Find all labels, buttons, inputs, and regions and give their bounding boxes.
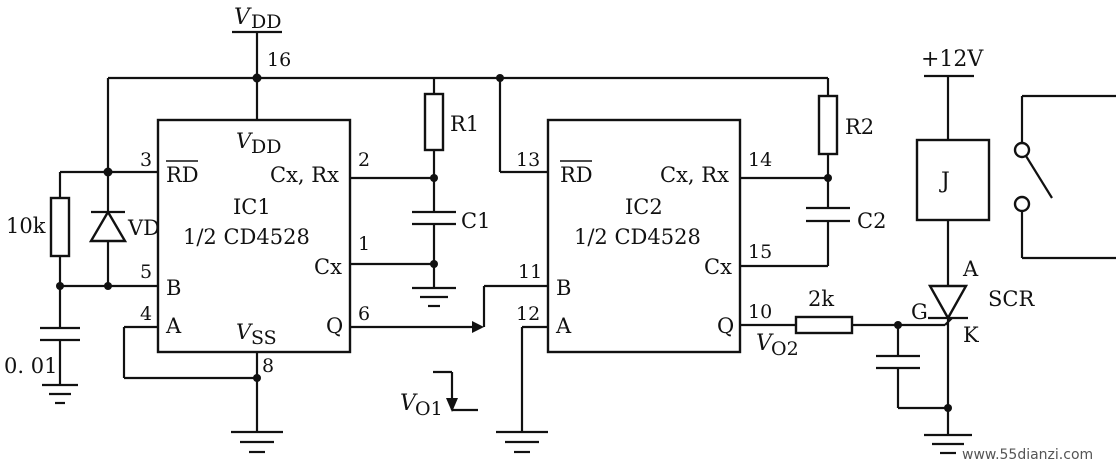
ic2-pin-rd: 13 <box>516 149 540 171</box>
ic2-q-label: Q <box>717 314 734 338</box>
resistor-r2-label: R2 <box>845 115 874 139</box>
ic2-a-label: A <box>555 314 572 338</box>
watermark: www.55dianzi.com <box>962 447 1093 463</box>
ic2-b-label: B <box>556 276 571 300</box>
ic1-pin-vss: 8 <box>262 355 274 377</box>
ic1-pin-q: 6 <box>358 303 370 325</box>
ic2-pin-cxrx: 14 <box>748 149 772 171</box>
vo1-marker <box>433 370 478 412</box>
ic2-body <box>546 118 742 354</box>
ic2-pin-cx: 15 <box>748 241 772 263</box>
ic1-q-label: Q <box>326 314 343 338</box>
ic1-cxrx-label: Cx, Rx <box>270 163 339 187</box>
resistor-2k-label: 2k <box>808 287 834 311</box>
resistor-r1-label: R1 <box>450 112 479 136</box>
ic1-wiring <box>122 78 548 454</box>
ic1-part: 1/2 CD4528 <box>183 225 310 249</box>
scr-cathode-label: K <box>963 323 979 347</box>
ic1-pin-b: 5 <box>140 261 152 283</box>
ic1-pin-a: 4 <box>140 303 152 325</box>
vo2-sub: O2 <box>771 338 799 360</box>
capacitor-001-label: 0. 01 <box>4 354 57 378</box>
ic2-rd-label: RD <box>560 163 593 187</box>
ic2-name: IC2 <box>625 195 663 219</box>
vdd-symbol-subscript: DD <box>251 11 281 33</box>
ic1-name: IC1 <box>233 195 271 219</box>
ic1-b-label: B <box>166 276 181 300</box>
vo1-sub: O1 <box>415 398 443 420</box>
plus12v-label: +12V <box>921 47 984 72</box>
capacitor-c1-label: C1 <box>461 209 490 233</box>
scr-gate-label: G <box>911 300 928 324</box>
ic1-a-label: A <box>165 314 182 338</box>
vdd-pin-number: 16 <box>267 49 291 71</box>
ic1-pin-rd: 3 <box>140 149 152 171</box>
ic1-body <box>156 118 352 354</box>
ic1-vss-v: V <box>236 320 253 344</box>
ic2-wiring <box>496 78 948 454</box>
vdd-rail <box>108 30 828 120</box>
ic1-pin-cxrx: 2 <box>358 149 370 171</box>
output-stage <box>915 74 1116 455</box>
ic2-pin-q: 10 <box>748 301 772 323</box>
vo1-v: V <box>400 391 418 416</box>
ic1-vdd-sub: DD <box>251 136 281 158</box>
vdd-symbol-label: V <box>234 5 252 30</box>
ic1-vdd-v: V <box>236 129 253 153</box>
input-network <box>40 78 158 405</box>
ic2-cxrx-label: Cx, Rx <box>660 163 729 187</box>
ic1-rd-label: RD <box>166 163 199 187</box>
relay-j-label: J <box>939 169 950 194</box>
scr-anode-label: A <box>962 257 979 281</box>
ic1-cx-label: Cx <box>314 255 342 279</box>
ic1-pin-cx: 1 <box>358 233 370 255</box>
diode-vd-label: VD <box>127 216 160 240</box>
ic2-pin-a: 12 <box>516 303 540 325</box>
ic2-pin-b: 11 <box>518 261 542 283</box>
ic2-part: 1/2 CD4528 <box>574 225 701 249</box>
scr-label: SCR <box>988 287 1035 311</box>
capacitor-c2-label: C2 <box>857 209 886 233</box>
resistor-10k-label: 10k <box>6 214 46 238</box>
ic1-vss-sub: SS <box>251 327 277 349</box>
vo2-v: V <box>756 331 774 356</box>
ic2-cx-label: Cx <box>704 255 732 279</box>
